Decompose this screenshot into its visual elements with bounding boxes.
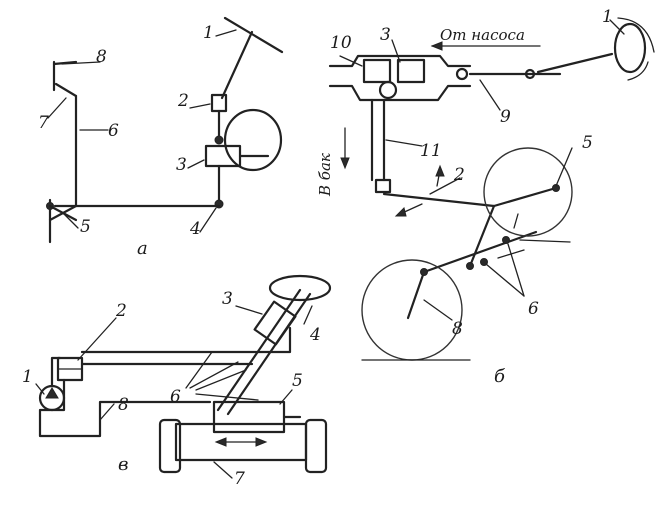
caption-a: а <box>137 238 148 259</box>
panel-c: 1 2 3 4 5 6 7 8 в <box>22 274 332 489</box>
to-tank-label: В бак <box>316 153 334 197</box>
steering-wheel-b <box>613 22 647 74</box>
label-a-7: 7 <box>38 113 49 133</box>
cylinder-5-c <box>212 400 286 434</box>
arm-5-b <box>492 186 558 208</box>
label-a-3: 3 <box>176 155 187 175</box>
front-wheel-right-b <box>483 147 573 237</box>
label-a-6: 6 <box>108 121 119 141</box>
label-c-1: 1 <box>22 367 33 387</box>
wheel-right-c <box>304 418 328 474</box>
label-c-8: 8 <box>118 395 129 415</box>
lever-7-a <box>54 82 78 98</box>
label-b-2: 2 <box>453 165 465 185</box>
from-pump-label: От насоса <box>440 26 525 44</box>
wheel-left-c <box>158 418 182 474</box>
label-c-2: 2 <box>115 301 127 321</box>
caption-c: в <box>118 454 128 475</box>
tie-rod-b <box>422 230 538 274</box>
label-a-8: 8 <box>96 47 107 67</box>
distributor-top-b <box>328 54 472 68</box>
link-b <box>468 204 496 268</box>
line-top-c <box>80 326 292 354</box>
label-c-3: 3 <box>222 289 233 309</box>
panel-b: От насоса В бак 1 2 3 5 6 8 9 10 11 б <box>316 7 655 387</box>
coupling2-b <box>524 68 536 80</box>
label-b-11: 11 <box>420 141 442 161</box>
label-c-4: 4 <box>309 325 321 345</box>
arm-8-b <box>406 270 426 320</box>
front-wheel-left-b <box>361 259 463 361</box>
valve-3-b <box>396 58 426 84</box>
large-wheel-a <box>223 108 283 172</box>
label-c-6: 6 <box>170 387 181 407</box>
joint-a <box>214 135 224 145</box>
fitting-b <box>374 178 392 194</box>
label-b-10: 10 <box>330 33 352 53</box>
label-b-9: 9 <box>500 107 511 127</box>
label-b-8: 8 <box>452 319 463 339</box>
label-b-1: 1 <box>602 7 613 27</box>
label-b-3: 3 <box>380 25 391 45</box>
universal-joint-a <box>210 93 228 113</box>
label-a-1: 1 <box>203 23 214 43</box>
label-a-4: 4 <box>189 219 201 239</box>
line-return-c <box>38 378 212 438</box>
steering-wheel-c <box>268 274 332 302</box>
valve-3-c <box>253 300 297 346</box>
distributor-bottom-b <box>328 84 472 102</box>
label-b-5: 5 <box>582 133 593 153</box>
label-c-7: 7 <box>234 469 245 489</box>
column-b <box>536 52 614 74</box>
caption-b: б <box>494 366 506 387</box>
panel-a: 1 2 3 4 5 6 7 8 а <box>38 16 284 259</box>
steering-wheel-rim-a <box>223 16 284 54</box>
valve-spool-b <box>378 80 398 100</box>
coupling-b <box>455 67 469 81</box>
drag-link-2-b <box>382 192 496 208</box>
label-a-2: 2 <box>177 91 189 111</box>
valve-10-b <box>362 58 392 84</box>
arm-8-a <box>52 60 78 66</box>
label-a-5: 5 <box>80 217 91 237</box>
label-c-5: 5 <box>292 371 303 391</box>
steering-column-a <box>220 30 254 100</box>
label-b-6: 6 <box>528 299 539 319</box>
lever-5b-a <box>48 204 78 222</box>
